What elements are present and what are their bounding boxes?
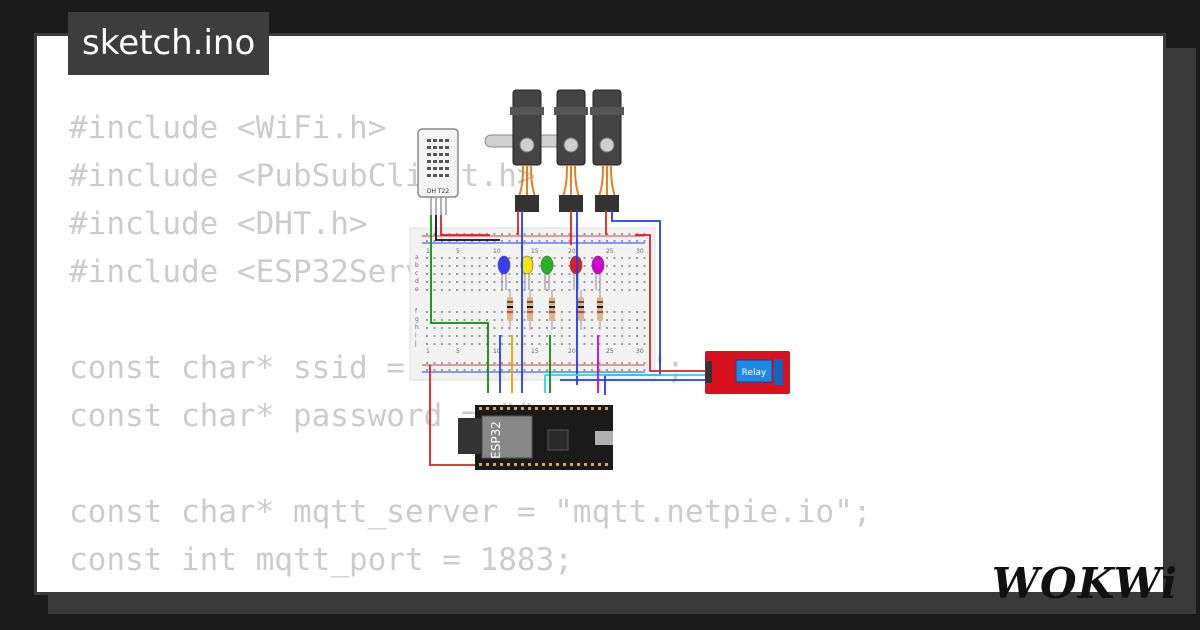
led xyxy=(540,255,554,275)
wires xyxy=(429,210,705,466)
breadboard-number: 25 xyxy=(606,248,614,255)
esp32-board: ESP32 xyxy=(458,405,613,470)
relay-label: Relay xyxy=(742,368,767,378)
servo-connector xyxy=(515,195,539,212)
resistor-array xyxy=(507,290,603,330)
breadboard-number: 1 xyxy=(426,248,430,255)
servo-connector xyxy=(595,195,619,212)
code-preview: #include <WiFi.h> #include <PubSubClient.… xyxy=(69,104,872,584)
code-line: const char* mqtt_server = "mqtt.netpie.i… xyxy=(69,494,872,530)
led-array xyxy=(497,255,605,290)
breadboard-number: 15 xyxy=(531,248,539,255)
breadboard-row-label: e xyxy=(415,286,419,293)
dht-label: DH T22 xyxy=(427,188,450,195)
resistor xyxy=(549,297,555,321)
code-line: #include <WiFi.h> xyxy=(69,110,387,146)
resistor xyxy=(507,297,513,321)
breadboard-row-label: j xyxy=(414,340,417,347)
led xyxy=(520,255,534,275)
resistor xyxy=(527,297,533,321)
breadboard-number: 10 xyxy=(493,248,501,255)
led xyxy=(497,255,511,275)
breadboard-number: 5 xyxy=(456,348,460,355)
breadboard-number: 1 xyxy=(426,348,430,355)
dht22-sensor: DH T22 xyxy=(417,128,459,215)
file-tab[interactable]: sketch.ino xyxy=(68,12,270,75)
servo-motor xyxy=(556,89,586,166)
breadboard-row-label: c xyxy=(415,270,418,277)
relay-module: Relay xyxy=(705,351,790,394)
breadboard-row-label: h xyxy=(415,324,419,331)
breadboard-number: 10 xyxy=(493,348,501,355)
servo-connector xyxy=(559,195,583,212)
led xyxy=(591,255,605,275)
breadboard-row-label: i xyxy=(415,332,417,339)
resistor xyxy=(578,297,584,321)
servo-motor xyxy=(592,89,622,166)
breadboard-number: 20 xyxy=(568,348,576,355)
breadboard-number: 20 xyxy=(568,248,576,255)
servo-motors xyxy=(484,89,624,212)
wokwi-logo: WOKWi xyxy=(991,559,1178,608)
breadboard-row-label: f xyxy=(415,308,418,315)
servo-motor xyxy=(512,89,542,166)
breadboard-row-label: a xyxy=(415,254,419,261)
led xyxy=(569,255,583,275)
code-line: #include <PubSubClient.h> xyxy=(69,158,536,194)
code-line: #include <DHT.h> xyxy=(69,206,368,242)
breadboard-number: 30 xyxy=(636,248,644,255)
resistor xyxy=(597,297,603,321)
breadboard-row-label: g xyxy=(415,316,419,323)
breadboard-number: 15 xyxy=(531,348,539,355)
breadboard-row-label: b xyxy=(415,262,419,269)
code-line: const int mqtt_port = 1883; xyxy=(69,542,573,578)
breadboard-number: 25 xyxy=(606,348,614,355)
breadboard-row-label: d xyxy=(415,278,419,285)
esp32-label: ESP32 xyxy=(489,421,503,459)
breadboard-number: 30 xyxy=(636,348,644,355)
breadboard-number: 5 xyxy=(456,248,460,255)
